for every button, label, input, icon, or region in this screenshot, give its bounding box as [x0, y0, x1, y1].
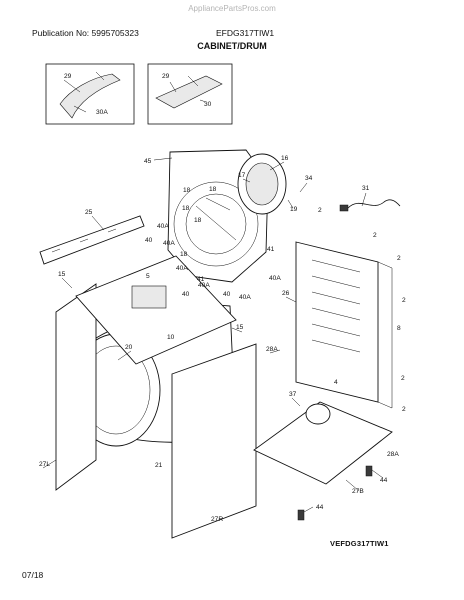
callout-28a-1: 28A [266, 346, 278, 353]
callout-41-b: 41 [197, 276, 205, 283]
cabinet-top-frame [75, 255, 237, 365]
callout-19: 19 [290, 206, 298, 213]
callout-18-e: 18 [180, 251, 188, 258]
inset-left: 29 30A [45, 63, 135, 125]
callout-18-d: 18 [194, 217, 202, 224]
callout-2-c: 2 [397, 255, 401, 262]
callout-21: 21 [155, 462, 163, 469]
callout-40-c: 40 [223, 291, 231, 298]
callout-2-f: 2 [402, 406, 406, 413]
callout-27l: 27L [39, 461, 50, 468]
callout-2-a: 2 [318, 207, 322, 214]
inset-right: 29 30 [147, 63, 233, 125]
callout-30a: 30A [96, 109, 108, 116]
callout-2-d: 2 [402, 297, 406, 304]
callout-30: 30 [204, 101, 212, 108]
callout-40a-4: 40A [198, 282, 210, 289]
callout-40a-1: 40A [157, 223, 169, 230]
publication-date: 07/18 [22, 570, 44, 580]
document-reference: VEFDG317TIW1 [330, 539, 389, 548]
callout-8: 8 [397, 325, 401, 332]
callout-2-e: 2 [401, 375, 405, 382]
power-cord [339, 199, 401, 212]
callout-40-a: 40 [145, 237, 153, 244]
model-number: EFDG317TIW1 [216, 28, 275, 38]
callout-15-b: 15 [236, 324, 244, 331]
callout-29-inset-a: 29 [64, 73, 72, 80]
callout-37: 37 [289, 391, 297, 398]
side-panel-left [55, 283, 97, 491]
callout-5: 5 [146, 273, 150, 280]
callout-2-b: 2 [373, 232, 377, 239]
front-panel [171, 343, 257, 539]
callout-4: 4 [334, 379, 338, 386]
publication-number: Publication No: 5995705323 [32, 28, 139, 38]
callout-16: 16 [281, 155, 289, 162]
top-bracket [39, 215, 145, 265]
callout-27b: 27B [352, 488, 364, 495]
blower-housing [237, 153, 287, 215]
base-pan [253, 401, 393, 485]
callout-18-c: 18 [182, 205, 190, 212]
callout-31: 31 [362, 185, 370, 192]
leveling-leg-left [297, 509, 305, 521]
callout-28a-2: 28A [387, 451, 399, 458]
callout-10: 10 [167, 334, 175, 341]
section-title: CABINET/DRUM [197, 41, 267, 51]
callout-44-b: 44 [316, 504, 324, 511]
watermark: AppliancePartsPros.com [188, 4, 276, 13]
callout-40a-3: 40A [176, 265, 188, 272]
callout-15-a: 15 [58, 271, 66, 278]
callout-40-b: 40 [182, 291, 190, 298]
callout-34: 34 [305, 175, 313, 182]
callout-20: 20 [125, 344, 133, 351]
callout-17: 17 [238, 172, 246, 179]
callout-40a-5: 40A [239, 294, 251, 301]
callout-18-a: 18 [183, 187, 191, 194]
callout-25: 25 [85, 209, 93, 216]
callout-29-inset-b: 29 [162, 73, 170, 80]
callout-18-b: 18 [209, 186, 217, 193]
callout-41-a: 41 [267, 246, 275, 253]
callout-44-a: 44 [380, 477, 388, 484]
leveling-leg-right [365, 465, 373, 477]
callout-26: 26 [282, 290, 290, 297]
callout-27r: 27R [211, 516, 223, 523]
callout-45: 45 [144, 158, 152, 165]
rear-panel [295, 241, 393, 409]
leader-lines [42, 157, 384, 513]
callout-40a-6: 40A [269, 275, 281, 282]
callout-40a-2: 40A [163, 240, 175, 247]
